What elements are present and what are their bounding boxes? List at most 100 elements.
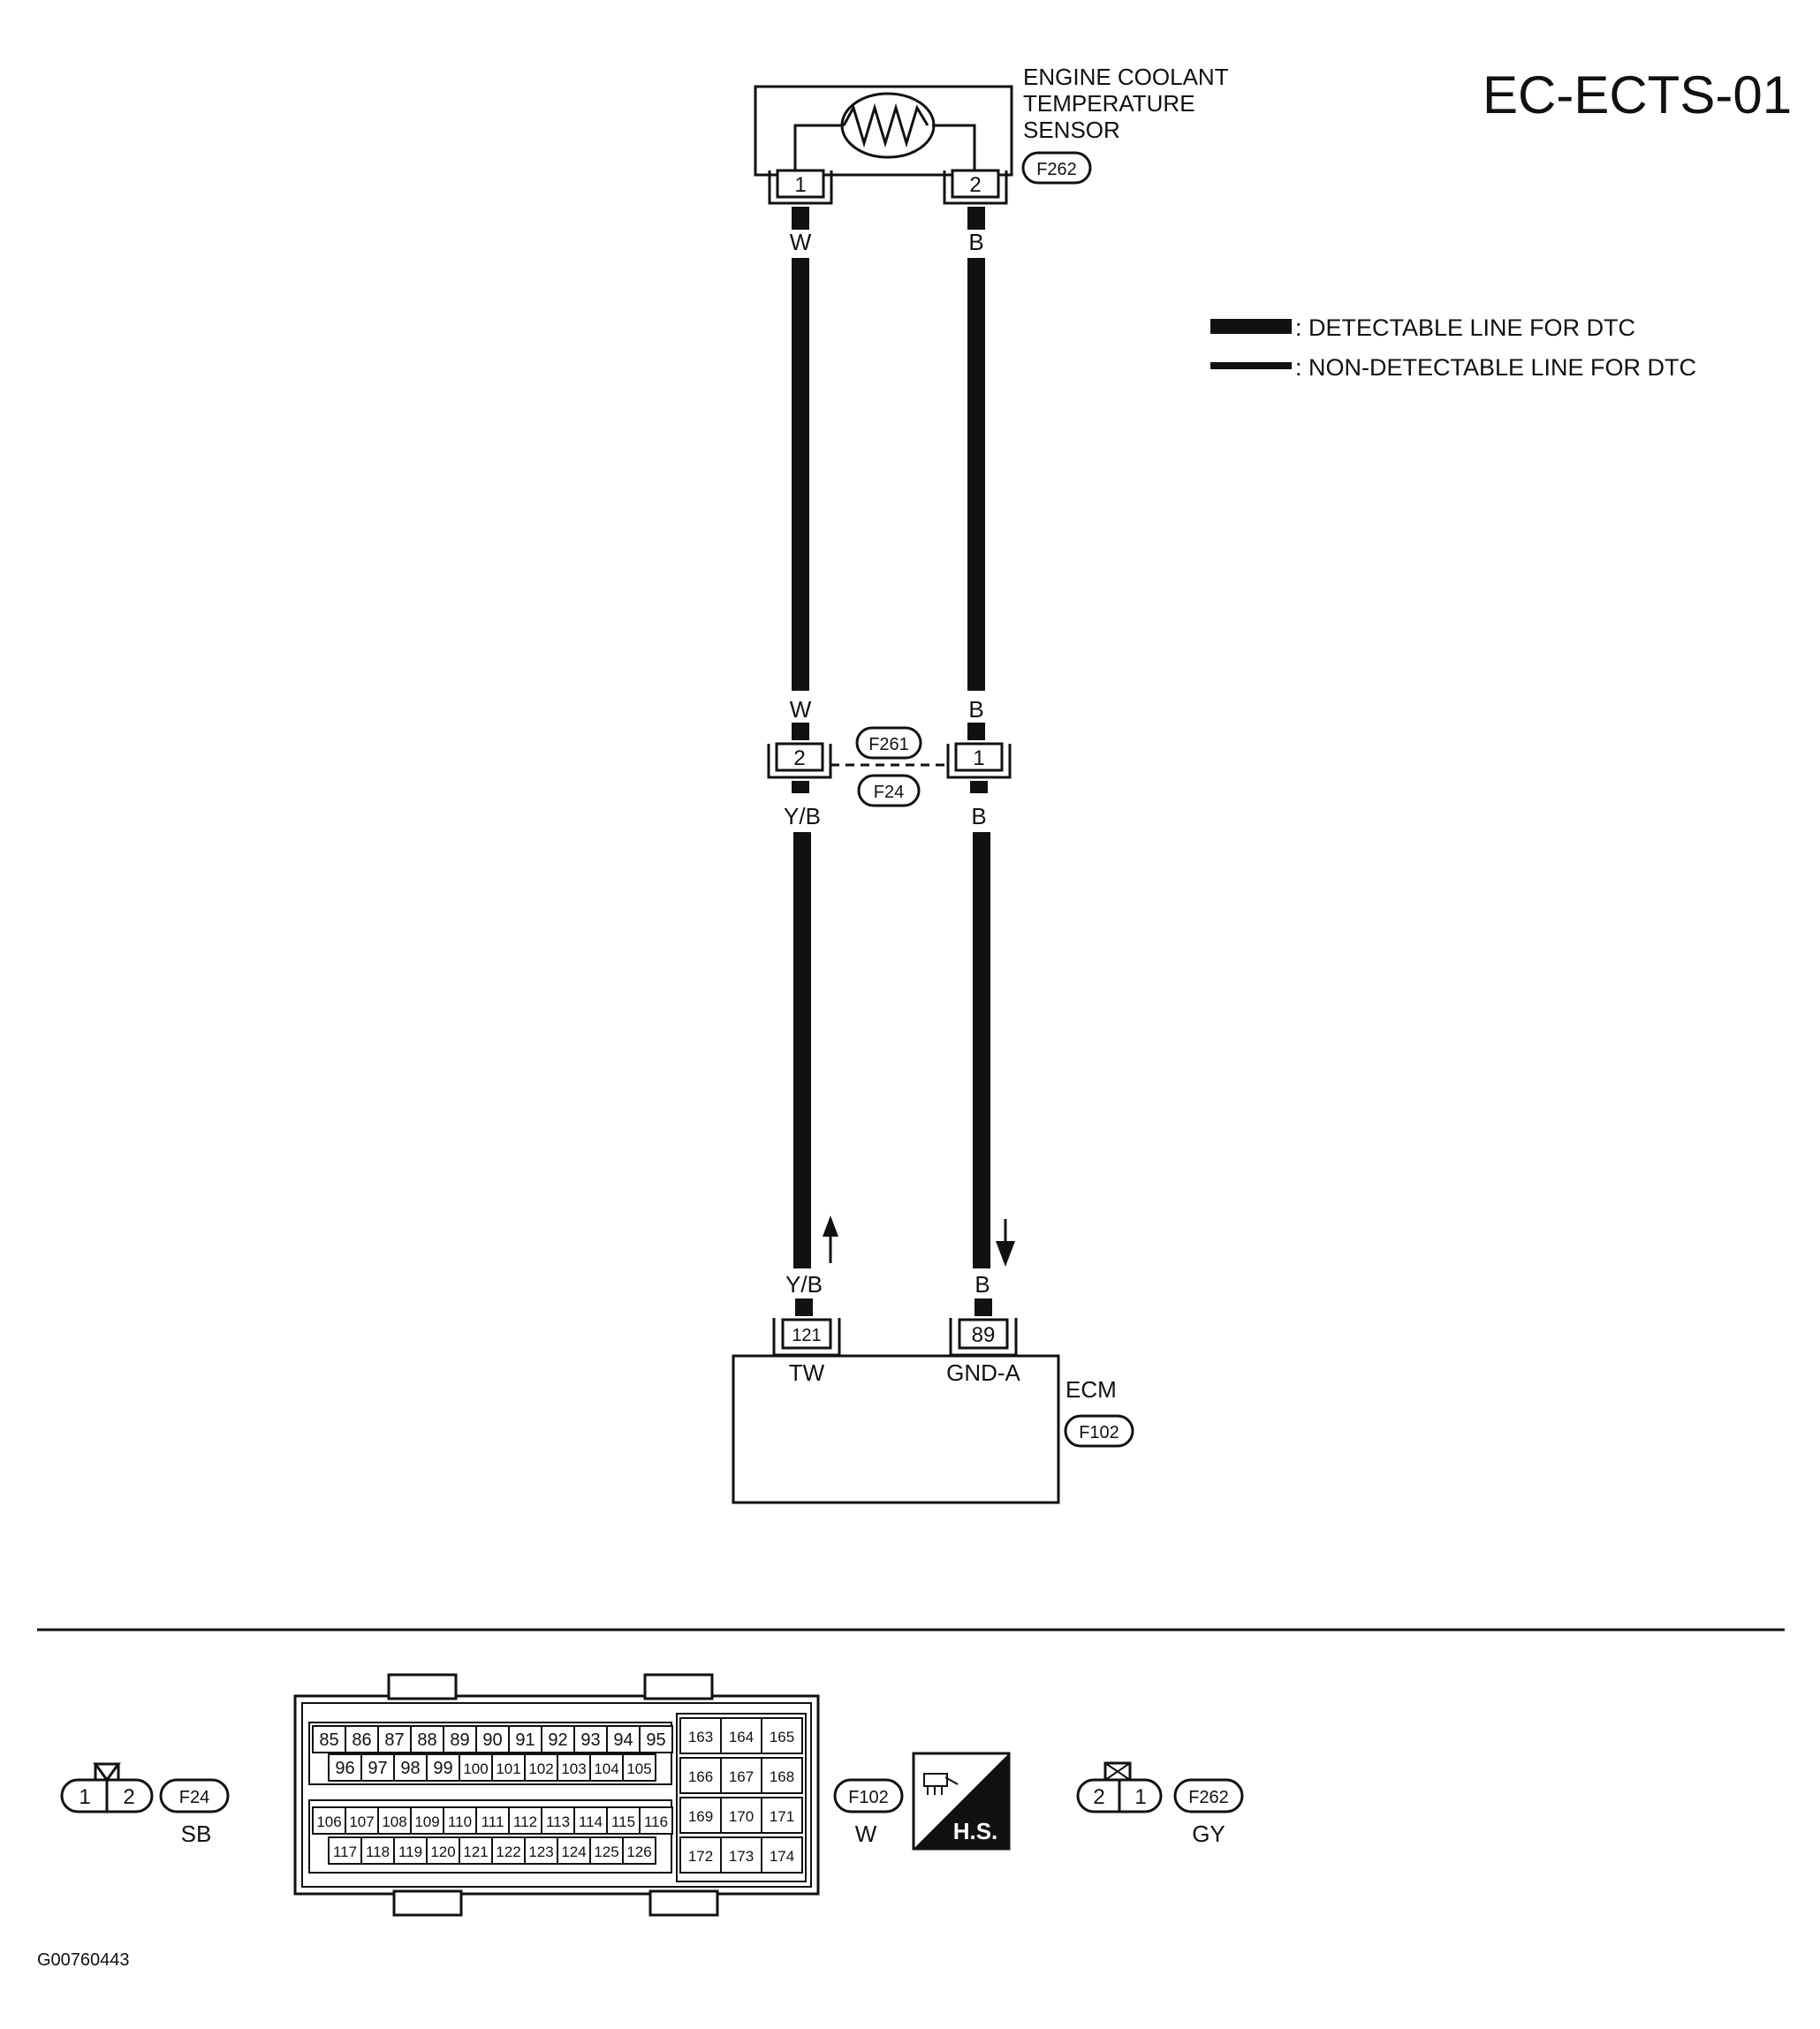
svg-text:F24: F24 bbox=[179, 1788, 209, 1807]
f102-pin-number: 125 bbox=[594, 1844, 618, 1860]
f102-pin-number: 97 bbox=[368, 1759, 387, 1778]
f102-pin-number: 99 bbox=[433, 1759, 452, 1778]
svg-text:1: 1 bbox=[973, 746, 984, 770]
f102-pin-number: 91 bbox=[515, 1730, 535, 1750]
f102-pin-cell bbox=[328, 1753, 362, 1782]
f262-color: GY bbox=[1192, 1821, 1225, 1847]
legend-detectable: : DETECTABLE LINE FOR DTC bbox=[1210, 314, 1635, 341]
f102-pin-cell bbox=[606, 1725, 641, 1753]
f102-connector-tag: F102 bbox=[833, 1778, 904, 1813]
wire-right-lower-main bbox=[973, 832, 990, 1268]
sensor-pin-2: 2 bbox=[943, 169, 1008, 205]
svg-text:89: 89 bbox=[972, 1323, 996, 1347]
f102-pin-cell bbox=[761, 1797, 803, 1834]
f102-pin-cell bbox=[679, 1757, 722, 1794]
f102-pin-cell bbox=[491, 1836, 526, 1865]
wire-left-upper-end bbox=[792, 723, 809, 740]
wire-color-right-upper-bottom: B bbox=[968, 696, 983, 723]
f102-pin-number: 116 bbox=[644, 1813, 668, 1830]
f102-pin-number: 101 bbox=[496, 1760, 520, 1777]
f102-pin-cell bbox=[761, 1757, 803, 1794]
svg-text:2: 2 bbox=[969, 173, 981, 197]
wire-color-left-lower-bottom: Y/B bbox=[785, 1271, 823, 1298]
f102-pin-cell bbox=[426, 1753, 460, 1782]
arrow-up-icon bbox=[823, 1215, 838, 1263]
svg-text:F102: F102 bbox=[848, 1788, 889, 1807]
f102-pin-number: 95 bbox=[646, 1730, 665, 1750]
svg-text:2: 2 bbox=[793, 746, 805, 770]
f102-pin-number: 168 bbox=[770, 1768, 794, 1785]
f102-pin-number: 107 bbox=[349, 1813, 374, 1830]
sensor-name-line-3: SENSOR bbox=[1023, 117, 1120, 143]
f102-pin-number: 117 bbox=[333, 1844, 357, 1860]
f24-connector-view: 1 2 bbox=[60, 1762, 154, 1813]
f102-pin-number: 121 bbox=[463, 1844, 488, 1860]
f102-pin-cell bbox=[360, 1753, 395, 1782]
f102-pin-number: 88 bbox=[417, 1730, 436, 1750]
f102-pin-number: 87 bbox=[384, 1730, 404, 1750]
wire-left-lower-main bbox=[793, 832, 811, 1268]
svg-text:2: 2 bbox=[1093, 1785, 1104, 1809]
f102-pin-number: 100 bbox=[463, 1760, 488, 1777]
f102-pin-number: 109 bbox=[414, 1813, 439, 1830]
f102-pin-number: 102 bbox=[528, 1760, 553, 1777]
f102-pin-cell bbox=[606, 1806, 641, 1835]
f102-pin-number: 108 bbox=[382, 1813, 406, 1830]
f102-pin-cell bbox=[377, 1725, 412, 1753]
arrow-down-icon bbox=[996, 1219, 1015, 1267]
coolant-temperature-sensor bbox=[754, 85, 1013, 177]
f102-pin-number: 120 bbox=[430, 1844, 455, 1860]
svg-text:F262: F262 bbox=[1188, 1788, 1229, 1807]
f102-pin-cell bbox=[589, 1753, 624, 1782]
wire-left-lower-start bbox=[792, 781, 809, 793]
f102-pin-cell bbox=[622, 1753, 656, 1782]
sensor-pin-1: 1 bbox=[768, 169, 833, 205]
f102-pin-cell bbox=[443, 1806, 477, 1835]
f102-pin-number: 92 bbox=[548, 1730, 567, 1750]
f102-pin-cell bbox=[679, 1717, 722, 1754]
f102-pin-number: 86 bbox=[352, 1730, 371, 1750]
f102-pin-cell bbox=[679, 1797, 722, 1834]
f102-pin-cell bbox=[393, 1836, 428, 1865]
junction-connector-tag-upper: F261 bbox=[855, 726, 922, 760]
f102-pin-number: 104 bbox=[594, 1760, 618, 1777]
f102-pin-cell bbox=[508, 1725, 542, 1753]
svg-text:1: 1 bbox=[79, 1785, 90, 1809]
f102-pin-cell bbox=[541, 1806, 575, 1835]
f102-pin-number: 98 bbox=[400, 1759, 420, 1778]
f102-pin-cell bbox=[720, 1836, 762, 1874]
wire-left-lower-end bbox=[795, 1298, 813, 1316]
f102-pin-number: 93 bbox=[580, 1730, 600, 1750]
f102-pin-cell bbox=[475, 1725, 510, 1753]
svg-text:F262: F262 bbox=[1036, 160, 1077, 179]
f102-pin-cell bbox=[589, 1836, 624, 1865]
f102-pin-cell bbox=[639, 1806, 673, 1835]
f102-pin-cell bbox=[524, 1753, 558, 1782]
f102-pin-cell bbox=[491, 1753, 526, 1782]
junction-left-pin: 2 bbox=[767, 742, 832, 779]
sensor-name-line-2: TEMPERATURE bbox=[1023, 90, 1195, 117]
sensor-connector-tag: F262 bbox=[1021, 151, 1092, 185]
f102-pin-number: 172 bbox=[688, 1848, 713, 1865]
legend-non-detectable: : NON-DETECTABLE LINE FOR DTC bbox=[1210, 354, 1696, 381]
wire-right-lower-start bbox=[970, 781, 988, 793]
f102-pin-cell bbox=[443, 1725, 477, 1753]
wire-right-upper bbox=[967, 207, 985, 230]
f262-connector-tag: F262 bbox=[1173, 1778, 1244, 1813]
f24-color: SB bbox=[181, 1821, 212, 1847]
f102-pin-number: 173 bbox=[729, 1848, 754, 1865]
ecm-name: ECM bbox=[1065, 1376, 1117, 1403]
ecm-signal-gnd-a: GND-A bbox=[946, 1359, 1020, 1386]
svg-text:121: 121 bbox=[792, 1326, 821, 1345]
f102-pin-number: 164 bbox=[729, 1729, 754, 1745]
f102-pin-number: 114 bbox=[579, 1813, 603, 1830]
f102-pin-number: 106 bbox=[316, 1813, 341, 1830]
f102-pin-cell bbox=[573, 1806, 608, 1835]
f102-pin-cell bbox=[312, 1806, 346, 1835]
f102-pin-number: 119 bbox=[398, 1844, 422, 1860]
f102-pin-number: 126 bbox=[626, 1844, 651, 1860]
f102-pin-number: 123 bbox=[528, 1844, 553, 1860]
f102-pin-cell bbox=[508, 1806, 542, 1835]
